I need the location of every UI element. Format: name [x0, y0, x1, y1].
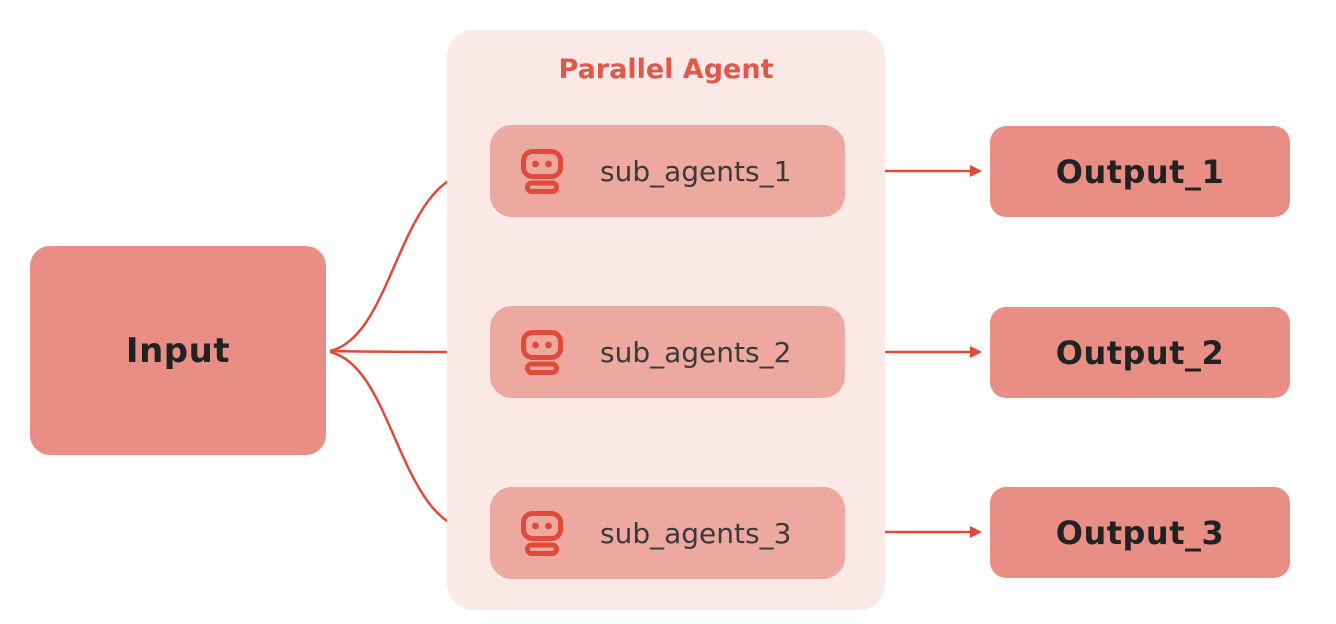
- sub-agent-label: sub_agents_3: [600, 516, 792, 550]
- output-label: Output_1: [1055, 152, 1225, 191]
- output-node-1: Output_1: [990, 126, 1290, 217]
- sub-agent-label: sub_agents_1: [600, 154, 792, 188]
- sub-agent-node-1: sub_agents_1: [490, 125, 845, 217]
- sub-agent-node-3: sub_agents_3: [490, 487, 845, 579]
- robot-icon: [521, 149, 563, 194]
- robot-icon: [521, 330, 563, 375]
- output-node-2: Output_2: [990, 307, 1290, 398]
- output-label: Output_2: [1055, 333, 1225, 372]
- sub-agent-node-2: sub_agents_2: [490, 306, 845, 398]
- input-label: Input: [125, 330, 231, 371]
- parallel-agent-title: Parallel Agent: [558, 54, 774, 85]
- output-node-3: Output_3: [990, 487, 1290, 578]
- input-node: Input: [30, 246, 326, 455]
- robot-icon: [521, 511, 563, 556]
- sub-agent-label: sub_agents_2: [600, 335, 792, 369]
- output-label: Output_3: [1055, 513, 1225, 552]
